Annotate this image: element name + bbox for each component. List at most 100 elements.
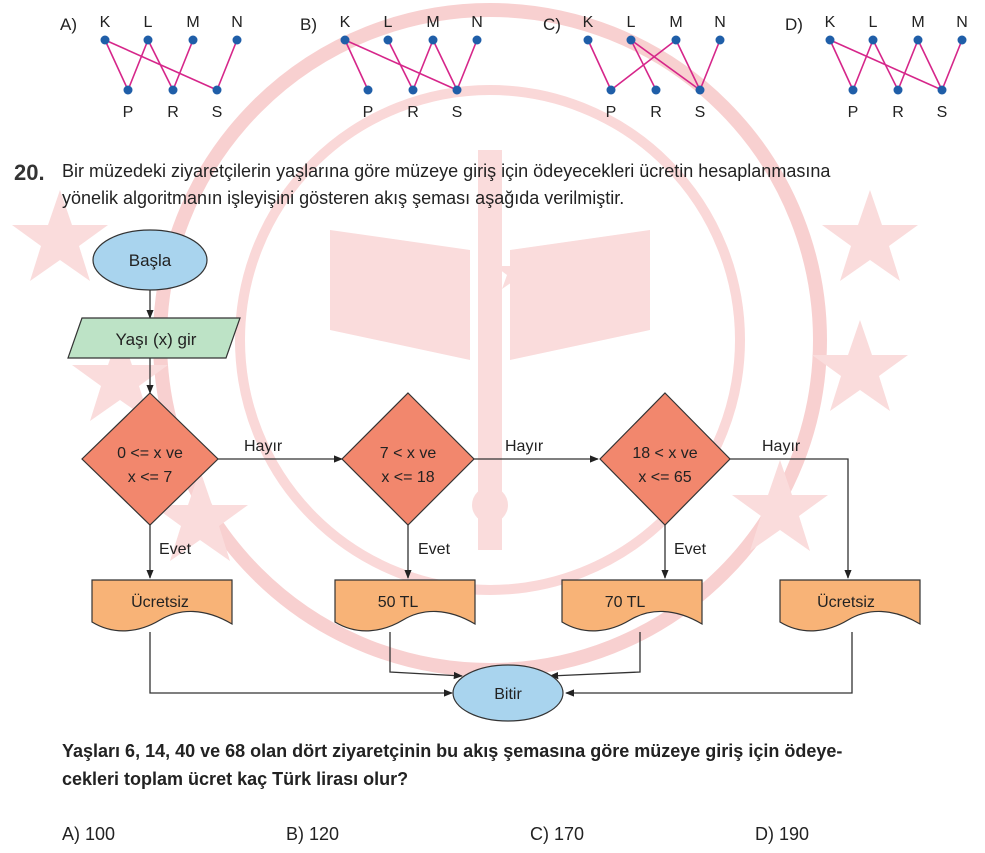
graph-edge <box>610 39 677 91</box>
graph-node <box>452 85 462 95</box>
output-1-label: Ücretsiz <box>131 593 189 611</box>
node-label: K <box>100 14 111 31</box>
graph-node <box>848 85 858 95</box>
graph-node <box>408 85 418 95</box>
final-question-line2: cekleri toplam ücret kaç Türk lirası olu… <box>62 769 409 789</box>
graph-edge <box>387 39 414 91</box>
graph-node <box>651 85 661 95</box>
graph-edge <box>675 39 701 91</box>
decision-2: 7 < x ve x <= 18 <box>341 392 475 526</box>
decision-1: 0 <= x ve x <= 7 <box>81 392 219 526</box>
graph-node <box>695 85 705 95</box>
graph-edge <box>456 39 478 91</box>
node-label: P <box>123 104 134 121</box>
choice-d[interactable]: D) 190 <box>755 824 810 844</box>
node-label: K <box>825 14 836 31</box>
question-number: 20. <box>14 160 45 185</box>
yes-label-3: Evet <box>674 541 707 558</box>
no-label-2: Hayır <box>505 438 544 455</box>
question-text-line1: Bir müzedeki ziyaretçilerin yaşlarına gö… <box>62 161 831 181</box>
node-label: L <box>384 14 393 31</box>
choice-b[interactable]: B) 120 <box>286 824 340 844</box>
decision-2-line1: 7 < x ve <box>380 445 437 462</box>
graph-node <box>937 85 947 95</box>
graph-edge <box>872 39 899 91</box>
graph-node <box>168 85 178 95</box>
graph-edge <box>917 39 943 91</box>
node-label: M <box>426 14 439 31</box>
option-graph-a: A) K L M N P R S <box>60 14 243 121</box>
input-label: Yaşı (x) gir <box>116 330 197 349</box>
end-label: Bitir <box>494 686 522 703</box>
graph-node <box>583 35 593 45</box>
decision-3-line2: x <= 65 <box>638 469 691 486</box>
node-label: N <box>956 14 968 31</box>
input-parallelogram: Yaşı (x) gir <box>67 317 241 359</box>
node-label: R <box>167 104 179 121</box>
option-label: B) <box>300 15 317 34</box>
node-label: M <box>186 14 199 31</box>
graph-edge <box>699 39 721 91</box>
node-label: S <box>695 104 706 121</box>
output-3: 70 TL <box>561 579 703 632</box>
option-label: A) <box>60 15 77 34</box>
graph-node <box>606 85 616 95</box>
decision-3-line1: 18 < x ve <box>632 445 697 462</box>
node-label: R <box>407 104 419 121</box>
graph-node <box>123 85 133 95</box>
decision-1-line2: x <= 7 <box>128 469 173 486</box>
node-label: N <box>231 14 243 31</box>
graph-node <box>626 35 636 45</box>
graph-edge <box>432 39 458 91</box>
graph-edge <box>587 39 612 91</box>
node-label: L <box>144 14 153 31</box>
yes-label-1: Evet <box>159 541 192 558</box>
graph-node <box>671 35 681 45</box>
node-label: K <box>583 14 594 31</box>
graph-node <box>340 35 350 45</box>
node-label: S <box>212 104 223 121</box>
graph-edge <box>412 39 434 91</box>
graph-edge <box>216 39 238 91</box>
decision-1-line1: 0 <= x ve <box>117 445 183 462</box>
graph-edge <box>630 39 701 91</box>
node-label: P <box>606 104 617 121</box>
graph-edge <box>852 39 874 91</box>
node-label: S <box>937 104 948 121</box>
node-label: S <box>452 104 463 121</box>
node-label: N <box>714 14 726 31</box>
graph-node <box>188 35 198 45</box>
output-4: Ücretsiz <box>779 579 921 632</box>
graph-edge <box>829 39 854 91</box>
question-text-line2: yönelik algoritmanın işleyişini gösteren… <box>62 188 625 208</box>
option-label: C) <box>543 15 561 34</box>
node-label: N <box>471 14 483 31</box>
graph-node <box>893 85 903 95</box>
node-label: R <box>892 104 904 121</box>
output-1: Ücretsiz <box>91 579 233 632</box>
graph-node <box>913 35 923 45</box>
graph-edge <box>147 39 174 91</box>
decision-2-line2: x <= 18 <box>381 469 434 486</box>
graph-edge <box>127 39 149 91</box>
option-label: D) <box>785 15 803 34</box>
yes-label-2: Evet <box>418 541 451 558</box>
graph-edge <box>941 39 963 91</box>
output-2-label: 50 TL <box>378 594 419 611</box>
graph-node <box>715 35 725 45</box>
output-3-label: 70 TL <box>605 594 646 611</box>
graph-edge <box>344 39 369 91</box>
graph-node <box>825 35 835 45</box>
start-label: Başla <box>129 251 172 270</box>
graph-node <box>868 35 878 45</box>
node-label: P <box>363 104 374 121</box>
graph-node <box>383 35 393 45</box>
no-label-1: Hayır <box>244 438 283 455</box>
choice-c[interactable]: C) 170 <box>530 824 585 844</box>
graph-node <box>143 35 153 45</box>
choice-a[interactable]: A) 100 <box>62 824 116 844</box>
